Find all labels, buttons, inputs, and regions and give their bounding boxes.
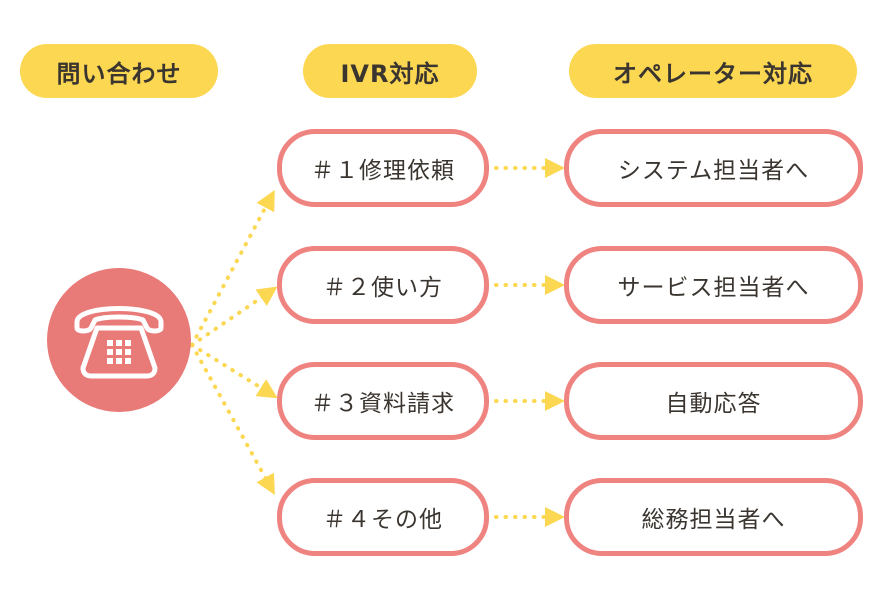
connector-phone-to-ivr-4 — [190, 343, 275, 496]
header-operator: オペレーター対応 — [569, 44, 857, 98]
ivr-option-4: ＃４その他 — [277, 478, 489, 556]
header-inquiry: 問い合わせ — [20, 44, 218, 98]
ivr-option-1: ＃１修理依頼 — [277, 129, 489, 207]
connector-phone-to-ivr-1 — [190, 189, 275, 347]
ivr-option-2: ＃２使い方 — [277, 246, 489, 324]
operator-route-2: サービス担当者へ — [564, 246, 863, 324]
operator-route-1: システム担当者へ — [564, 129, 863, 207]
connector-phone-to-ivr-3 — [190, 343, 278, 399]
operator-route-4: 総務担当者へ — [564, 478, 863, 556]
operator-route-3: 自動応答 — [564, 362, 863, 440]
connector-phone-to-ivr-2 — [190, 286, 278, 347]
inquiry-phone — [47, 268, 191, 412]
telephone-icon — [74, 306, 164, 379]
ivr-option-3: ＃３資料請求 — [277, 362, 489, 440]
header-ivr: IVR対応 — [303, 44, 477, 98]
